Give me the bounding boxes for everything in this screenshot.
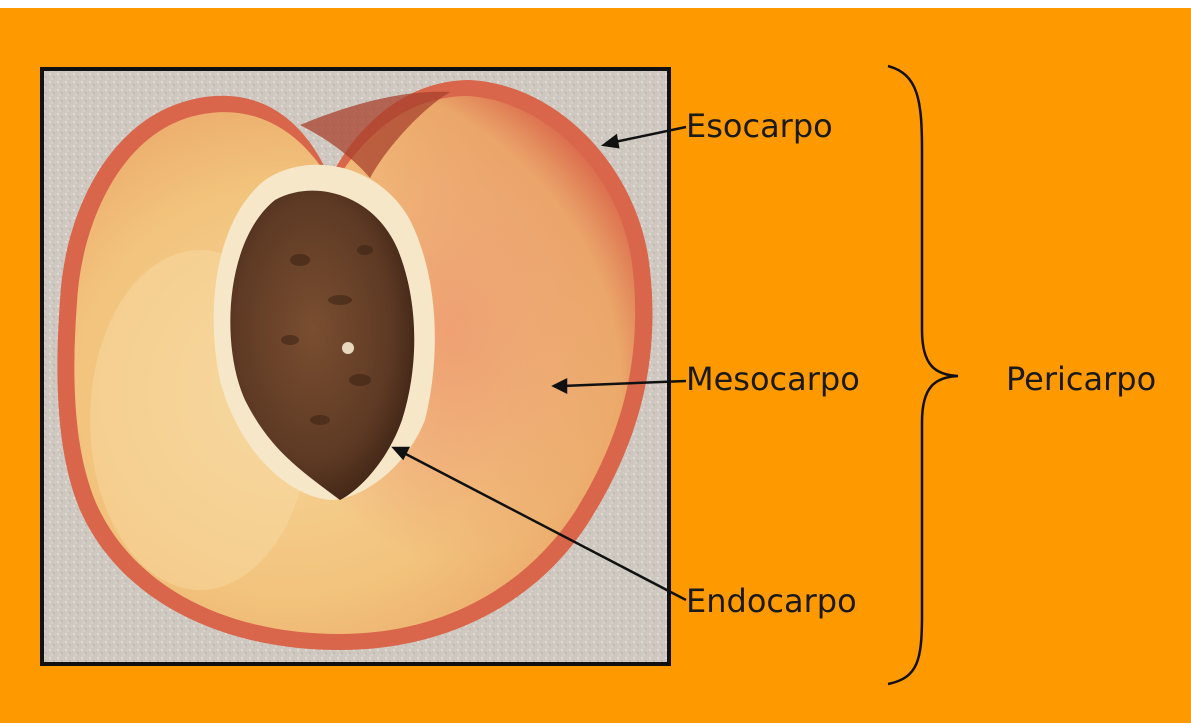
endocarp-label: Endocarpo — [686, 585, 857, 617]
pit-spot — [342, 342, 354, 354]
exocarp-label: Esocarpo — [686, 110, 833, 142]
top-margin — [0, 0, 1191, 8]
pericarp-label: Pericarpo — [1006, 363, 1156, 395]
mesocarp-label: Mesocarpo — [686, 363, 860, 395]
